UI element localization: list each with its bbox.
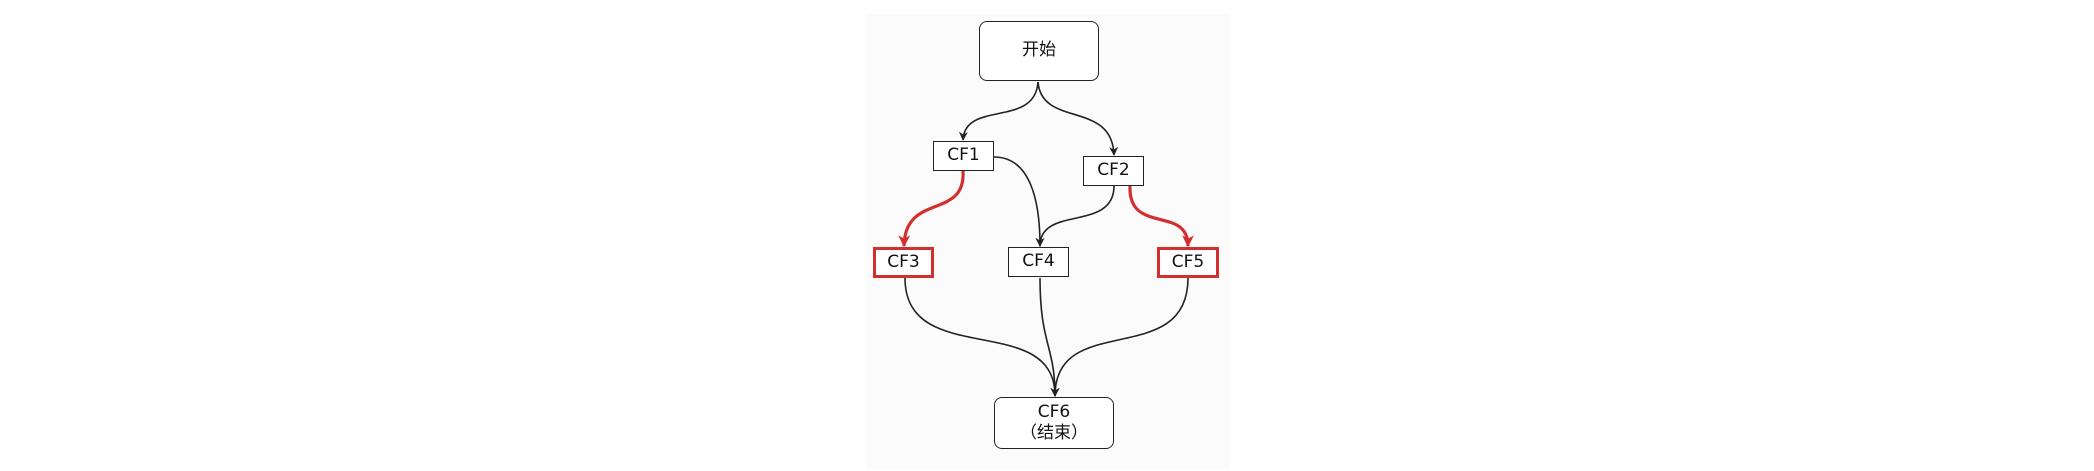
node-cf1-label: CF1 [947, 145, 980, 166]
edge-cf4-cf6 [1039, 277, 1060, 397]
node-start-label: 开始 [1022, 40, 1056, 61]
edge-cf5-cf6 [1050, 277, 1189, 397]
node-cf5[interactable]: CF5 [1157, 247, 1219, 278]
node-cf6-label: CF6 [1037, 401, 1071, 422]
node-cf1[interactable]: CF1 [933, 141, 994, 171]
edge-cf2-cf5-highlight [1128, 185, 1194, 248]
edge-cf1-cf3-highlight [898, 170, 965, 248]
node-cf2[interactable]: CF2 [1083, 156, 1144, 186]
node-cf6-sublabel: （结束） [1020, 423, 1088, 443]
edge-cf1-cf4 [993, 156, 1045, 247]
node-cf6[interactable]: CF6 （结束） [994, 397, 1114, 449]
node-cf3[interactable]: CF3 [873, 247, 934, 278]
node-cf3-label: CF3 [887, 251, 920, 272]
edge-start-cf2 [1037, 81, 1119, 156]
node-cf4[interactable]: CF4 [1008, 247, 1069, 277]
edge-start-cf1 [958, 81, 1039, 141]
edge-cf2-cf4 [1035, 185, 1115, 247]
node-cf2-label: CF2 [1097, 160, 1130, 181]
diagram-panel [866, 14, 1230, 469]
node-cf4-label: CF4 [1022, 251, 1055, 272]
node-cf5-label: CF5 [1171, 251, 1205, 272]
edge-cf3-cf6 [904, 277, 1060, 397]
node-start[interactable]: 开始 [979, 21, 1099, 81]
